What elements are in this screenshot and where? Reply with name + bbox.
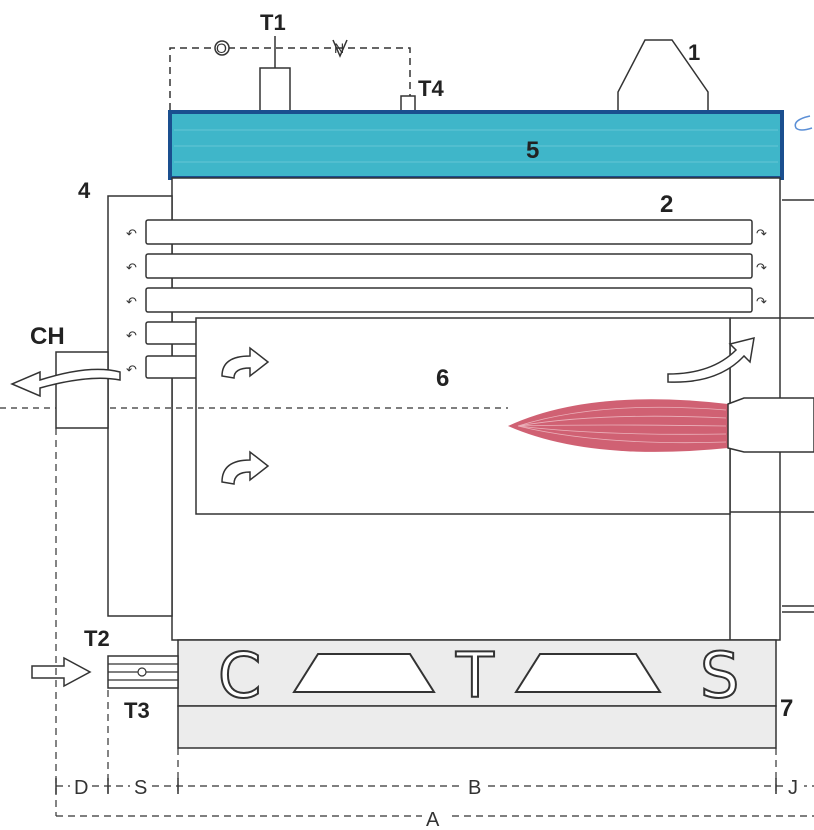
dim-s-bg (130, 774, 152, 798)
svg-text:↷: ↷ (756, 261, 768, 276)
flow-swirl-icons: ↶ ↶ ↶ ↶ ↶ ↷ ↷ ↷ (126, 227, 768, 378)
dim-j-bg (784, 774, 804, 798)
svg-text:↶: ↶ (126, 261, 137, 276)
t1-label: T1 (260, 10, 286, 35)
flame (508, 399, 728, 452)
t3-label: T3 (124, 698, 150, 723)
svg-text:↶: ↶ (126, 295, 137, 310)
tank-texture (174, 129, 778, 163)
t1-sensor (259, 67, 291, 113)
dim-d-bg (70, 774, 92, 798)
brand-trapezoid-left (292, 653, 436, 693)
svg-text:↶: ↶ (126, 227, 137, 242)
t2-label: T2 (84, 626, 110, 651)
dim-b-label: B (468, 777, 481, 799)
svg-text:↷: ↷ (756, 227, 768, 242)
dim-s-label: S (134, 777, 147, 799)
label-2: 2 (660, 191, 673, 218)
flow-arrow-upper (221, 346, 270, 379)
dim-b-bg (464, 774, 488, 798)
heat-tubes (145, 219, 753, 379)
label-7: 7 (780, 695, 793, 722)
label-1: 1 (688, 40, 700, 65)
dimension-ticks (55, 778, 777, 794)
outlet-1 (617, 39, 709, 110)
tube-5 (145, 355, 199, 379)
inlet-arrow (31, 656, 92, 688)
return-inlet (107, 655, 179, 689)
n-marker-label: N (334, 40, 344, 56)
brand-trapezoid-right (514, 653, 662, 693)
t4-sensor (400, 95, 416, 113)
label-6: 6 (436, 365, 449, 392)
flow-arrow-right (667, 336, 755, 383)
brand-letter-s: S (700, 639, 739, 712)
tube-4 (145, 321, 199, 345)
t4-label: T4 (418, 76, 444, 101)
dim-j-label: J (788, 777, 798, 799)
brand-letter-c: C (218, 639, 261, 712)
edge-curl-mark (794, 115, 813, 131)
top-connection-loop (169, 39, 411, 110)
ch-label: CH (30, 323, 65, 350)
dim-a-bg (422, 806, 448, 830)
tube-1 (145, 219, 753, 245)
svg-text:↷: ↷ (756, 295, 768, 310)
base-plinth (177, 705, 777, 749)
o-marker-label: O (216, 40, 227, 56)
label-4: 4 (78, 178, 91, 203)
tube-3 (145, 287, 753, 313)
base-panel (177, 639, 777, 707)
svg-text:↶: ↶ (126, 363, 137, 378)
dim-d-label: D (74, 777, 88, 799)
tube-2 (145, 253, 753, 279)
ch-outlet (55, 351, 109, 429)
top-tank-5 (168, 110, 784, 180)
ch-flow-arrow (10, 368, 121, 398)
label-5: 5 (526, 137, 539, 164)
dim-a-label: A (426, 809, 440, 830)
burner-nozzle (727, 397, 814, 453)
flow-arrows (221, 336, 755, 485)
flow-arrow-lower (221, 450, 270, 485)
brand-letter-t: T (455, 639, 495, 712)
svg-text:↶: ↶ (126, 329, 137, 344)
